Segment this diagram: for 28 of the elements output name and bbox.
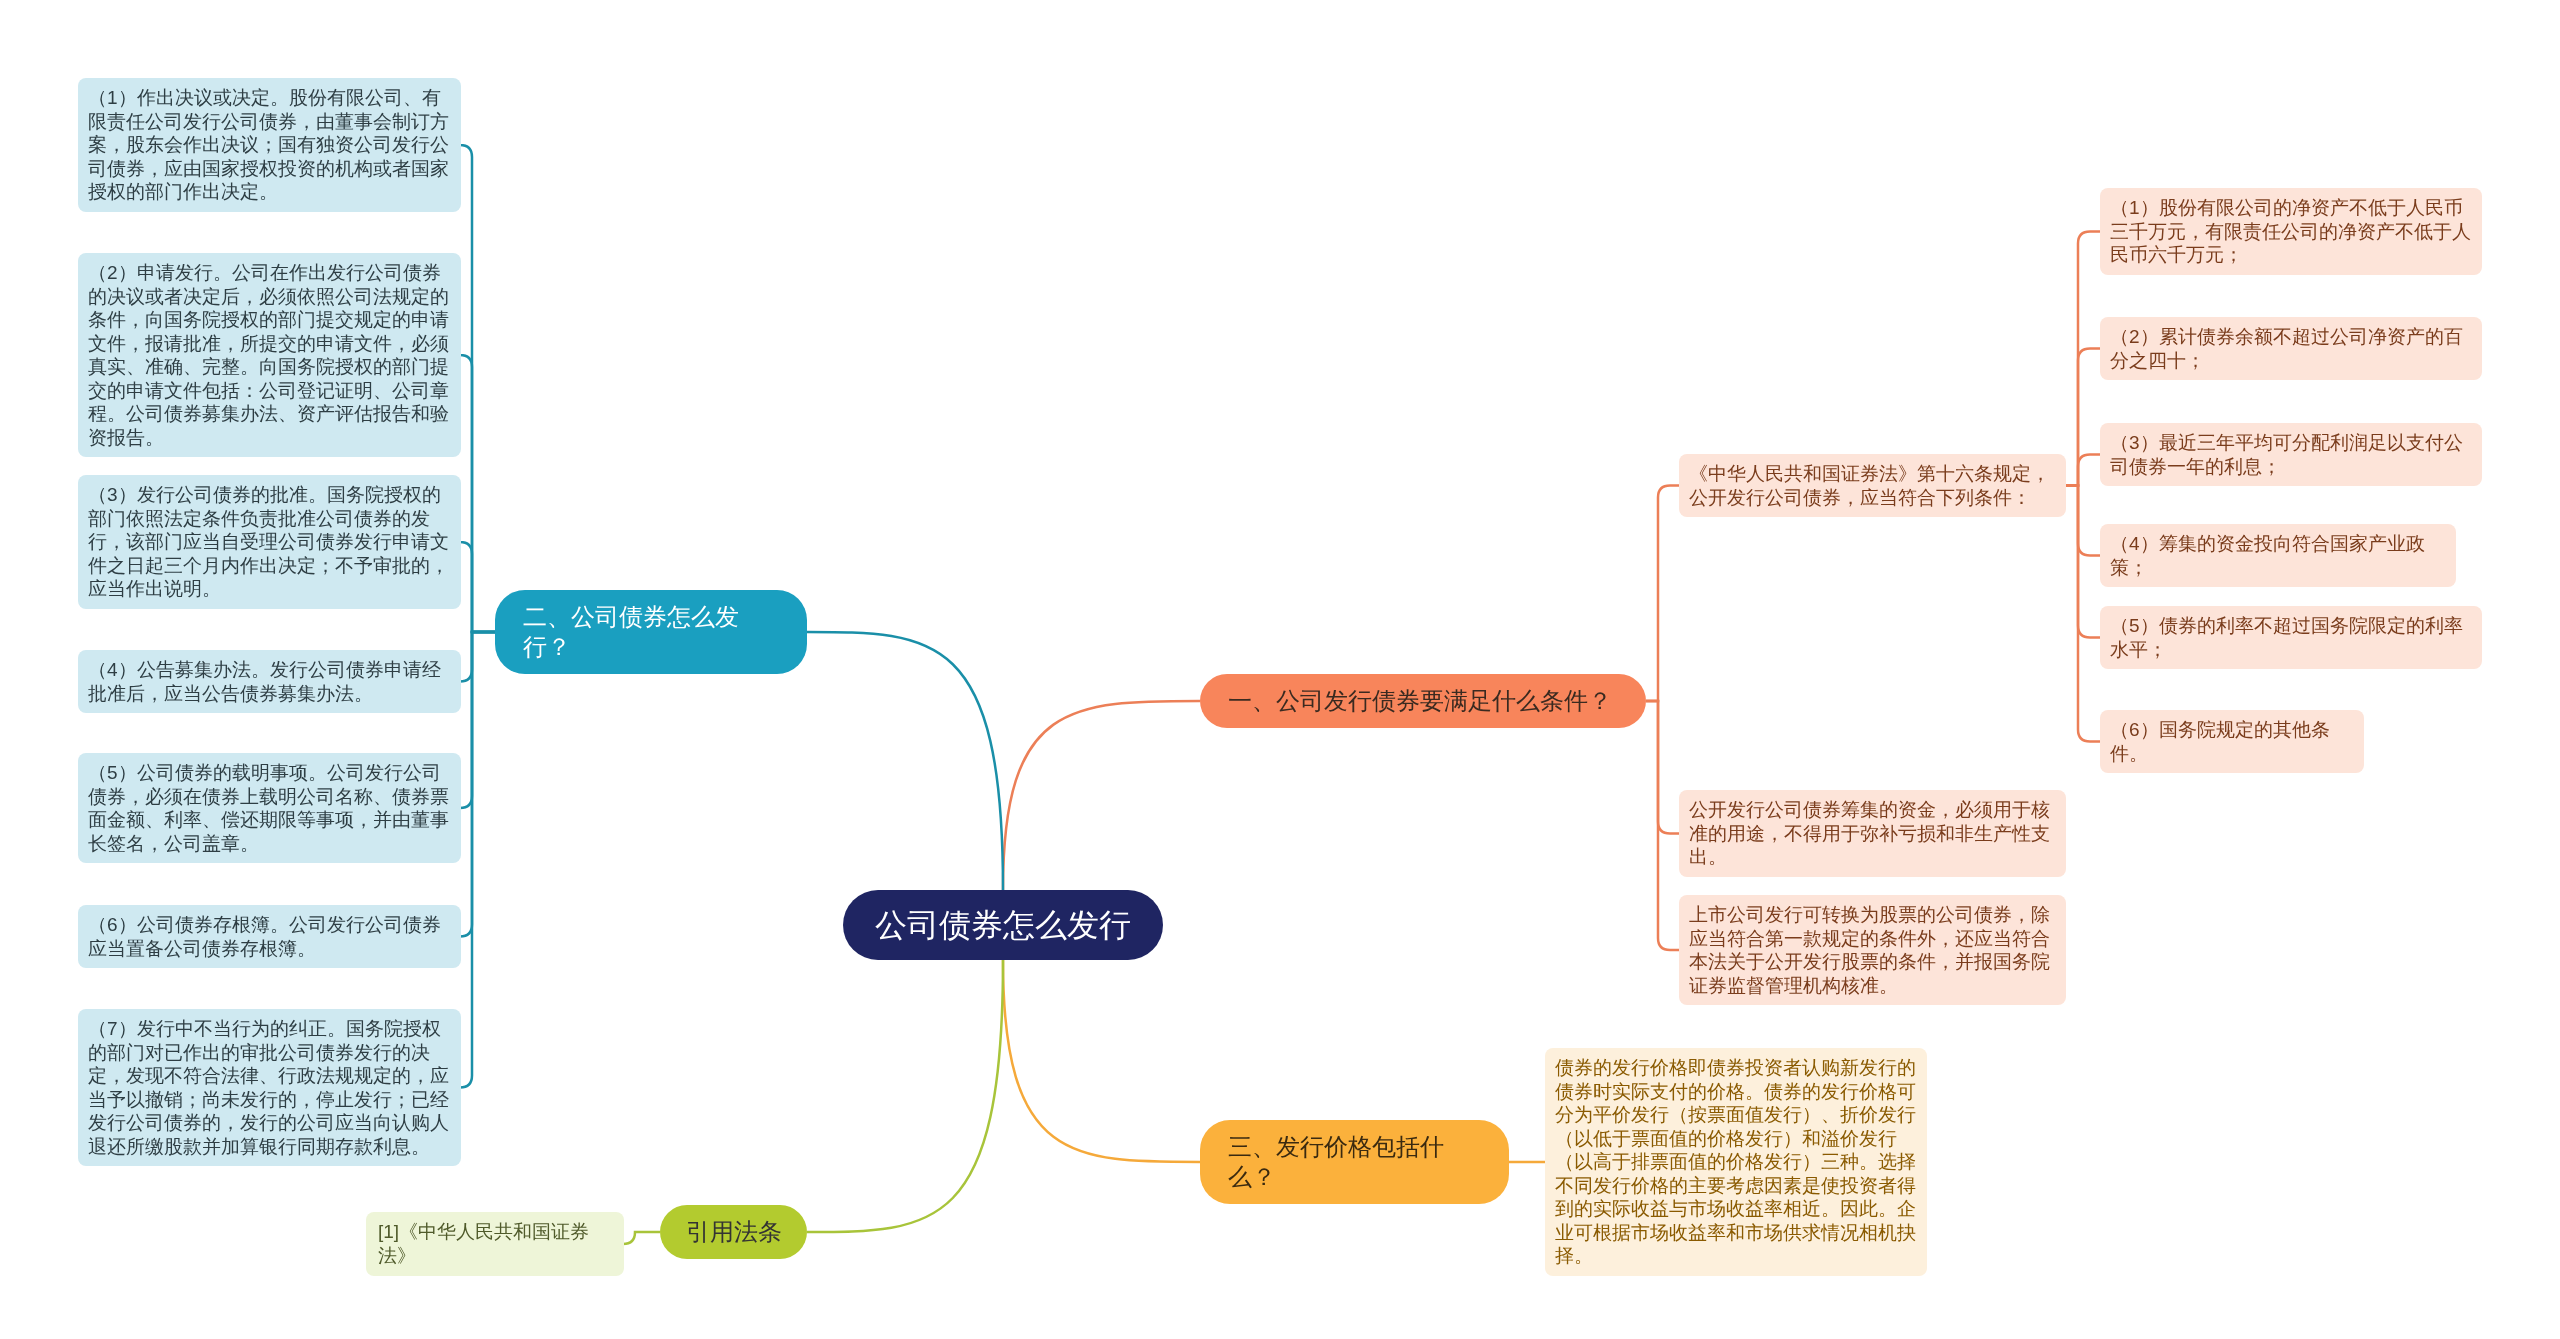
text-card: （6）国务院规定的其他条件。	[2100, 710, 2364, 773]
text-card: [1]《中华人民共和国证券法》	[366, 1212, 624, 1276]
text-card: 《中华人民共和国证券法》第十六条规定，公开发行公司债券，应当符合下列条件：	[1679, 454, 2066, 517]
branch-line	[1646, 699, 1679, 952]
text-card: （6）公司债券存根簿。公司发行公司债券应当置备公司债券存根簿。	[78, 905, 461, 968]
text-card: （1）作出决议或决定。股份有限公司、有限责任公司发行公司债券，由董事会制订方案，股东会作出决议；国有独资公司发行公司债券，应由国家授权投资的机构或者国家授权的部门作出决定。	[78, 78, 461, 212]
branch-line	[2066, 484, 2100, 743]
text-card: 上市公司发行可转换为股票的公司债券，除应当符合第一款规定的条件外，还应当符合本法关于公开发行股票的条件，并报国务院证券监督管理机构核准。	[1679, 895, 2066, 1005]
branch-topic: 三、发行价格包括什么？	[1200, 1120, 1509, 1204]
text-card: （7）发行中不当行为的纠正。国务院授权的部门对已作出的审批公司债券发行的决定，发现不符合法律、行政法规规定的，应当予以撤销；尚未发行的，停止发行；已经发行公司债券的，发行的公司应当向认购人退还所缴股款并加算银行同期存款利息。	[78, 1009, 461, 1166]
text-card: （5）债券的利率不超过国务院限定的利率水平；	[2100, 606, 2482, 669]
text-card: （4）筹集的资金投向符合国家产业政策；	[2100, 524, 2456, 587]
central-topic: 公司债券怎么发行	[843, 890, 1163, 960]
text-card: （2）申请发行。公司在作出发行公司债券的决议或者决定后，必须依照公司法规定的条件，向国务院授权的部门提交规定的申请文件，报请批准，所提交的申请文件，必须真实、准确、完整。向国务院授权的部门提交的申请文件包括：公司登记证明、公司章程。公司债券募集办法、资产评估报告和验资报告。	[78, 253, 461, 457]
branch-topic: 一、公司发行债券要满足什么条件？	[1200, 674, 1646, 728]
text-card: （2）累计债券余额不超过公司净资产的百分之四十；	[2100, 317, 2482, 380]
branch-topic: 二、公司债券怎么发行？	[495, 590, 807, 674]
text-card: 公开发行公司债券筹集的资金，必须用于核准的用途，不得用于弥补亏损和非生产性支出。	[1679, 790, 2066, 877]
text-card: （3）发行公司债券的批准。国务院授权的部门依照法定条件负责批准公司债券的发行，该部门应当自受理公司债券发行申请文件之日起三个月内作出决定；不予审批的，应当作出说明。	[78, 475, 461, 609]
text-card: 债券的发行价格即债券投资者认购新发行的债券时实际支付的价格。债券的发行价格可分为平价发行（按票面值发行）、折价发行（以低于票面值的价格发行）和溢价发行（以高于排票面值的价格发行）三种。选择不同发行价格的主要考虑因素是使投资者得到的实际收益与市场收益率相近。因此。企业可根据市场收益率和市场供求情况相机抉择。	[1545, 1048, 1927, 1276]
text-card: （5）公司债券的载明事项。公司发行公司债券，必须在债券上载明公司名称、债券票面金额、利率、偿还期限等事项，并由董事长签名，公司盖章。	[78, 753, 461, 863]
branch-line	[807, 959, 1005, 1234]
branch-line	[1509, 1160, 1545, 1164]
text-card: （1）股份有限公司的净资产不低于人民币三千万元，有限责任公司的净资产不低于人民币六千万元；	[2100, 188, 2482, 275]
text-card: （4）公告募集办法。发行公司债券申请经批准后，应当公告债券募集办法。	[78, 650, 461, 713]
branch-topic: 引用法条	[660, 1205, 807, 1259]
branch-line	[807, 630, 1005, 891]
text-card: （3）最近三年平均可分配利润足以支付公司债券一年的利息；	[2100, 423, 2482, 486]
